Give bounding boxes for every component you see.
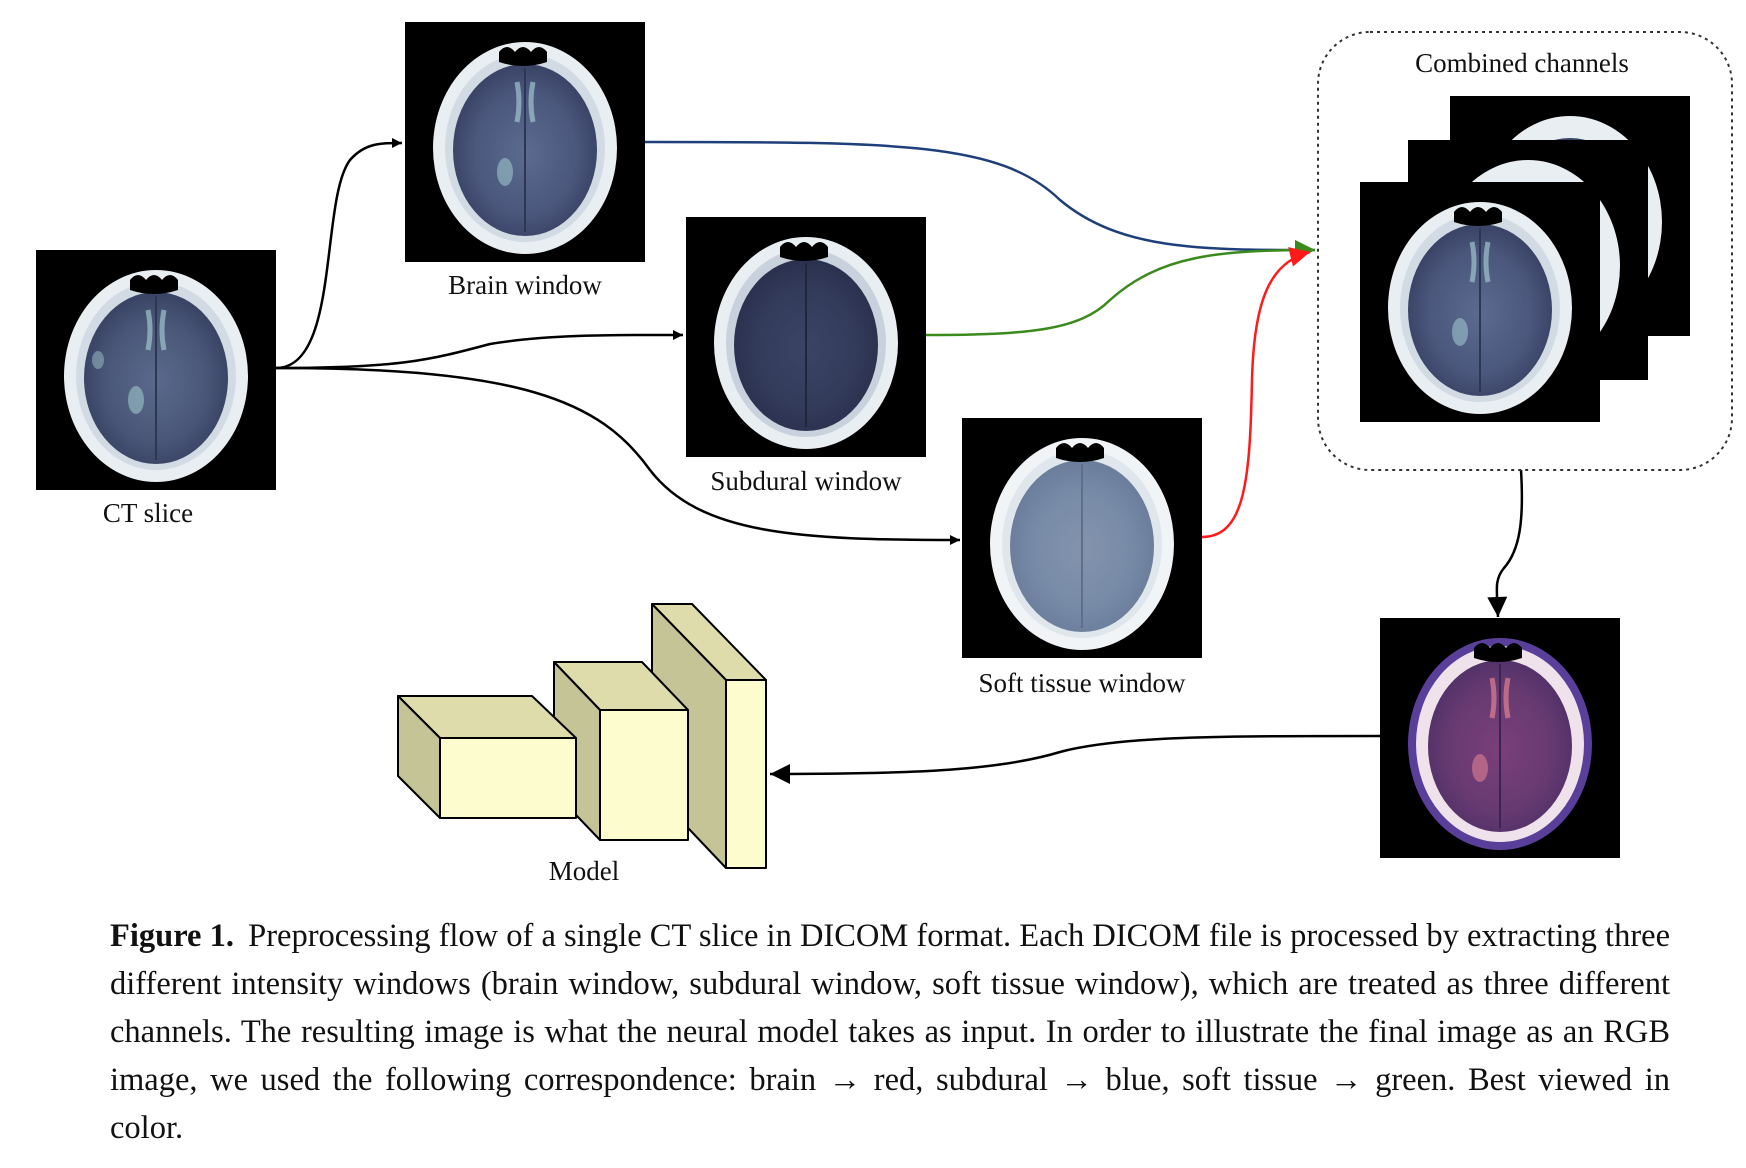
rgb-combined-image	[1380, 618, 1620, 858]
subdural-window-image	[686, 217, 926, 457]
model-blocks	[397, 603, 767, 869]
combined-channel-stack	[1360, 96, 1690, 422]
combined-channels-frame	[1317, 31, 1733, 471]
caption-label: Figure 1.	[110, 918, 234, 954]
ct-to-brain-arrow	[275, 138, 403, 370]
soft-tissue-to-combined-arrow	[1201, 247, 1311, 539]
ct-slice-label: CT slice	[103, 498, 193, 528]
brain-to-combined-arrow	[644, 140, 1316, 260]
ct-slice-image	[36, 250, 276, 490]
preprocessing-flow-diagram: CT slice Brain window Subdural window So…	[36, 22, 1733, 886]
soft-tissue-window-label: Soft tissue window	[978, 668, 1186, 698]
subdural-window-label: Subdural window	[710, 466, 902, 496]
figure-caption: Figure 1. Preprocessing flow of a single…	[110, 912, 1670, 1152]
soft-tissue-window-image	[962, 418, 1202, 658]
ct-to-subdural-arrow	[275, 329, 684, 370]
caption-text: Preprocessing flow of a single CT slice …	[110, 918, 1671, 1146]
rgb-to-model-arrow	[769, 734, 1381, 784]
combined-to-rgb-arrow	[1487, 469, 1524, 618]
subdural-to-combined-arrow	[925, 240, 1316, 337]
combined-channels-label: Combined channels	[1415, 48, 1629, 78]
model-label: Model	[549, 856, 620, 886]
ct-to-soft-tissue-arrow	[275, 366, 961, 545]
channel-front	[1360, 182, 1600, 422]
brain-window-image	[405, 22, 645, 262]
brain-window-label: Brain window	[448, 270, 602, 300]
